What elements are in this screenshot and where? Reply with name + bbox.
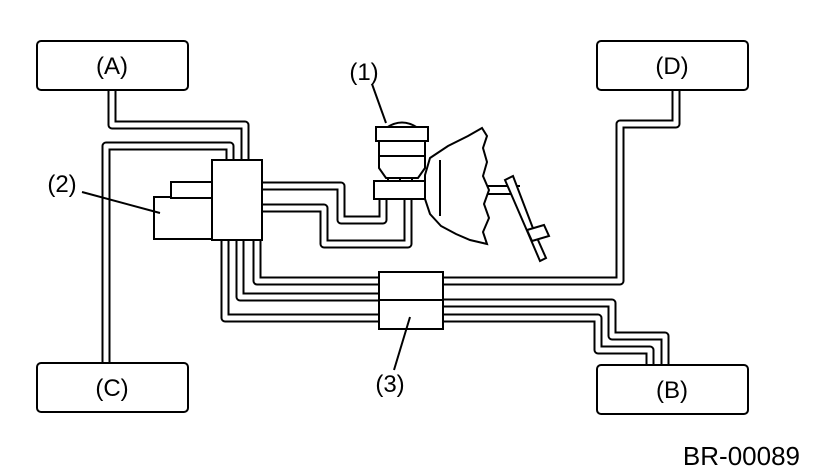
wheel-b: (B) bbox=[596, 364, 749, 415]
leader-1 bbox=[371, 83, 387, 124]
proportioning-valve bbox=[378, 271, 444, 330]
brake-booster bbox=[424, 126, 491, 246]
callout-1: (1) bbox=[349, 59, 378, 86]
hydraulic-unit bbox=[153, 159, 263, 241]
reservoir-body bbox=[378, 140, 426, 179]
master-cylinder bbox=[373, 180, 431, 200]
master-cylinder-assembly bbox=[373, 121, 551, 263]
brake-pipes bbox=[101, 88, 681, 367]
leader-2 bbox=[81, 191, 161, 214]
callout-3: (3) bbox=[375, 371, 404, 398]
brake-pedal bbox=[503, 174, 548, 263]
callout-2: (2) bbox=[47, 171, 76, 198]
wheel-d: (D) bbox=[596, 40, 749, 91]
wheel-c-label: (C) bbox=[95, 375, 128, 402]
figure-code: BR-00089 bbox=[683, 441, 800, 471]
wheel-a-label: (A) bbox=[96, 53, 128, 80]
leader-3 bbox=[393, 316, 411, 371]
pipe-b-lower bbox=[440, 313, 655, 367]
wheel-d-label: (D) bbox=[655, 53, 688, 80]
wheel-a: (A) bbox=[36, 40, 189, 91]
wheel-b-label: (B) bbox=[656, 377, 688, 404]
wheel-c: (C) bbox=[36, 362, 189, 413]
